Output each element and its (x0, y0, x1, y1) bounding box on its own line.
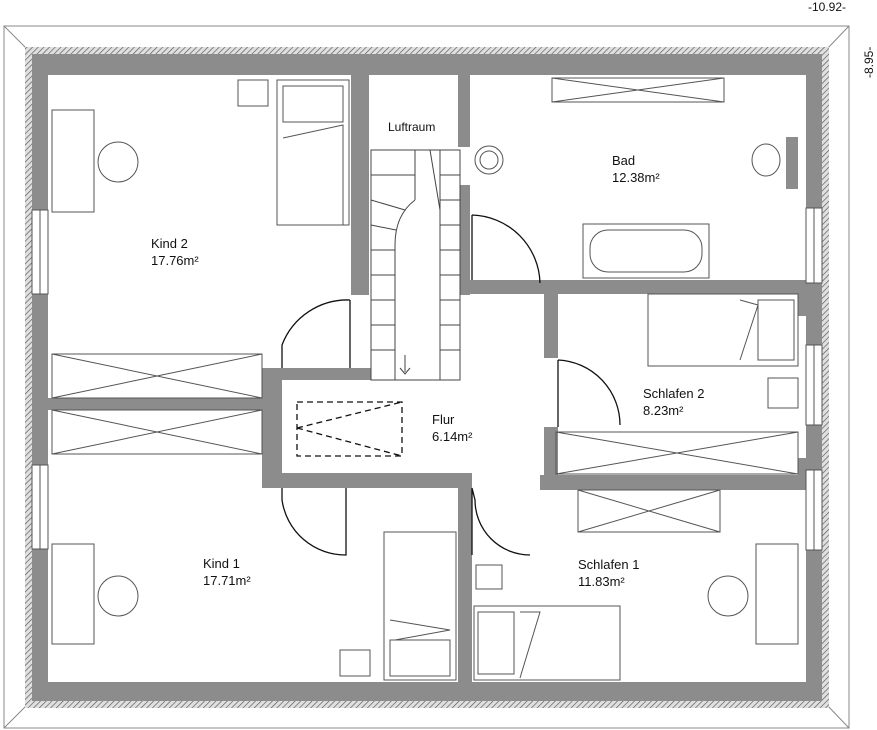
dimension-width: -10.92- (808, 0, 846, 14)
room-name-kind-2: Kind 2 (151, 236, 188, 251)
staircase (370, 149, 461, 381)
dimension-depth: -8.95- (862, 47, 876, 78)
doors (281, 214, 621, 556)
skylight (296, 401, 403, 457)
room-name-schlafen-1: Schlafen 1 (578, 557, 639, 572)
room-name-schlafen-2: Schlafen 2 (643, 386, 704, 401)
room-name-luftraum: Luftraum (388, 120, 435, 134)
beds (276, 79, 799, 681)
windows (31, 207, 823, 551)
eaves-hatch (25, 47, 829, 708)
roof-outline (3, 25, 850, 729)
room-area-kind-2: 17.76m² (151, 253, 199, 268)
sanitary (237, 79, 799, 677)
room-area-bad: 12.38m² (612, 170, 660, 185)
room-area-schlafen-2: 8.23m² (643, 403, 684, 418)
room-area-flur: 6.14m² (432, 429, 473, 444)
room-area-kind-1: 17.71m² (203, 573, 251, 588)
room-name-flur: Flur (432, 412, 455, 427)
wardrobes (51, 77, 799, 533)
room-name-bad: Bad (612, 153, 635, 168)
room-name-kind-1: Kind 1 (203, 556, 240, 571)
desks (51, 109, 799, 645)
room-area-schlafen-1: 11.83m² (578, 574, 625, 589)
